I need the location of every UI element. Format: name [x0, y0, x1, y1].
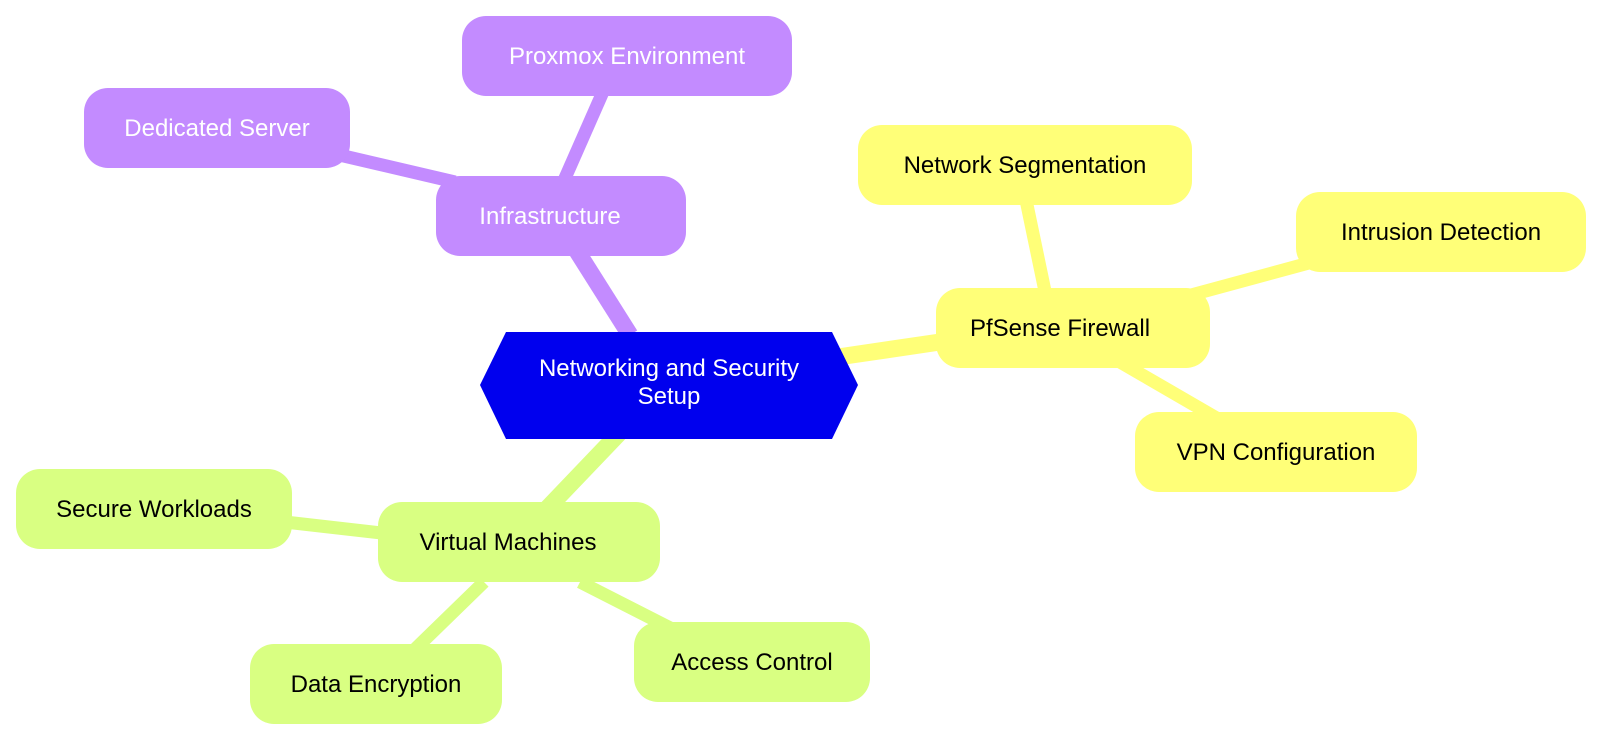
virtual-machines-node[interactable]: Virtual Machines — [378, 502, 660, 582]
root-hexagon — [480, 332, 858, 439]
access-control-label: Access Control — [671, 649, 832, 676]
access-control-box — [634, 622, 870, 702]
root-label-line2: Setup — [638, 383, 701, 410]
edges — [284, 82, 1322, 659]
edge-firewall-vpn-configuration — [1116, 356, 1224, 426]
edge-root-virtual-machines — [533, 420, 633, 522]
intrusion-detection-label: Intrusion Detection — [1341, 219, 1541, 246]
edge-root-firewall — [836, 333, 942, 366]
edge-vm-data-encryption — [405, 577, 489, 659]
pfsense-firewall-node[interactable]: PfSense Firewall — [936, 288, 1210, 368]
intrusion-detection-box — [1296, 192, 1586, 272]
infrastructure-label: Infrastructure — [479, 203, 620, 230]
proxmox-environment-node[interactable]: Proxmox Environment — [462, 16, 792, 96]
edge-infrastructure-proxmox — [556, 82, 612, 188]
intrusion-detection-node[interactable]: Intrusion Detection — [1296, 192, 1586, 272]
virtual-machines-label: Virtual Machines — [420, 529, 597, 556]
edge-firewall-intrusion-detection — [1178, 253, 1322, 305]
infrastructure-box — [436, 176, 686, 256]
network-segmentation-node[interactable]: Network Segmentation — [858, 125, 1192, 205]
access-control-node[interactable]: Access Control — [634, 622, 870, 702]
secure-workloads-box — [16, 469, 292, 549]
pfsense-firewall-label: PfSense Firewall — [970, 315, 1150, 342]
secure-workloads-label: Secure Workloads — [56, 496, 252, 523]
data-encryption-label: Data Encryption — [291, 671, 462, 698]
network-segmentation-box — [858, 125, 1192, 205]
vpn-configuration-node[interactable]: VPN Configuration — [1135, 412, 1417, 492]
data-encryption-box — [250, 644, 502, 724]
edge-vm-secure-workloads — [284, 515, 391, 541]
data-encryption-node[interactable]: Data Encryption — [250, 644, 502, 724]
proxmox-environment-box — [462, 16, 792, 96]
network-segmentation-label: Network Segmentation — [904, 152, 1147, 179]
vpn-configuration-box — [1135, 412, 1417, 492]
root-label-line1: Networking and Security — [539, 355, 799, 382]
virtual-machines-box — [378, 502, 660, 582]
proxmox-environment-label: Proxmox Environment — [509, 43, 745, 70]
edge-firewall-network-segmentation — [1019, 198, 1053, 298]
secure-workloads-node[interactable]: Secure Workloads — [16, 469, 292, 549]
dedicated-server-box — [84, 88, 350, 168]
root-node[interactable]: Networking and Security Setup — [480, 332, 858, 439]
pfsense-firewall-box — [936, 288, 1210, 368]
vpn-configuration-label: VPN Configuration — [1177, 439, 1376, 466]
dedicated-server-node[interactable]: Dedicated Server — [84, 88, 350, 168]
infrastructure-node[interactable]: Infrastructure — [436, 176, 686, 256]
dedicated-server-label: Dedicated Server — [124, 115, 309, 142]
